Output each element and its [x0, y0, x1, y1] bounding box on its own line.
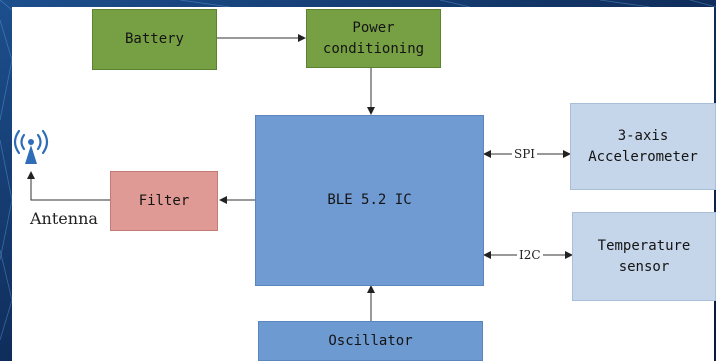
power-conditioning-label-line2: conditioning [322, 40, 425, 57]
power-conditioning-label-line1: Power [352, 19, 395, 36]
filter-block: Filter [110, 171, 218, 231]
battery-label: Battery [124, 31, 184, 47]
temperature-sensor-label-line1: Temperature [597, 237, 691, 254]
i2c-label: I2C [517, 248, 543, 262]
battery-block: Battery [92, 9, 217, 70]
antenna-label: Antenna [30, 209, 98, 228]
spi-label: SPI [512, 147, 538, 161]
accelerometer-block: 3-axis Accelerometer [570, 103, 716, 190]
ble-ic-label: BLE 5.2 IC [327, 192, 412, 208]
filter-to-antenna-line [27, 171, 110, 201]
power-conditioning-block: Power conditioning [306, 9, 441, 68]
accelerometer-label-line2: Accelerometer [588, 148, 698, 165]
accelerometer-label-line1: 3-axis [617, 127, 669, 144]
temperature-sensor-block: Temperature sensor [572, 212, 716, 301]
antenna-icon [13, 129, 49, 164]
oscillator-label: Oscillator [328, 332, 413, 349]
oscillator-block: Oscillator [258, 321, 483, 361]
ble-ic-block: BLE 5.2 IC [255, 115, 484, 286]
filter-label: Filter [138, 192, 190, 209]
temperature-sensor-label-line2: sensor [618, 258, 670, 275]
